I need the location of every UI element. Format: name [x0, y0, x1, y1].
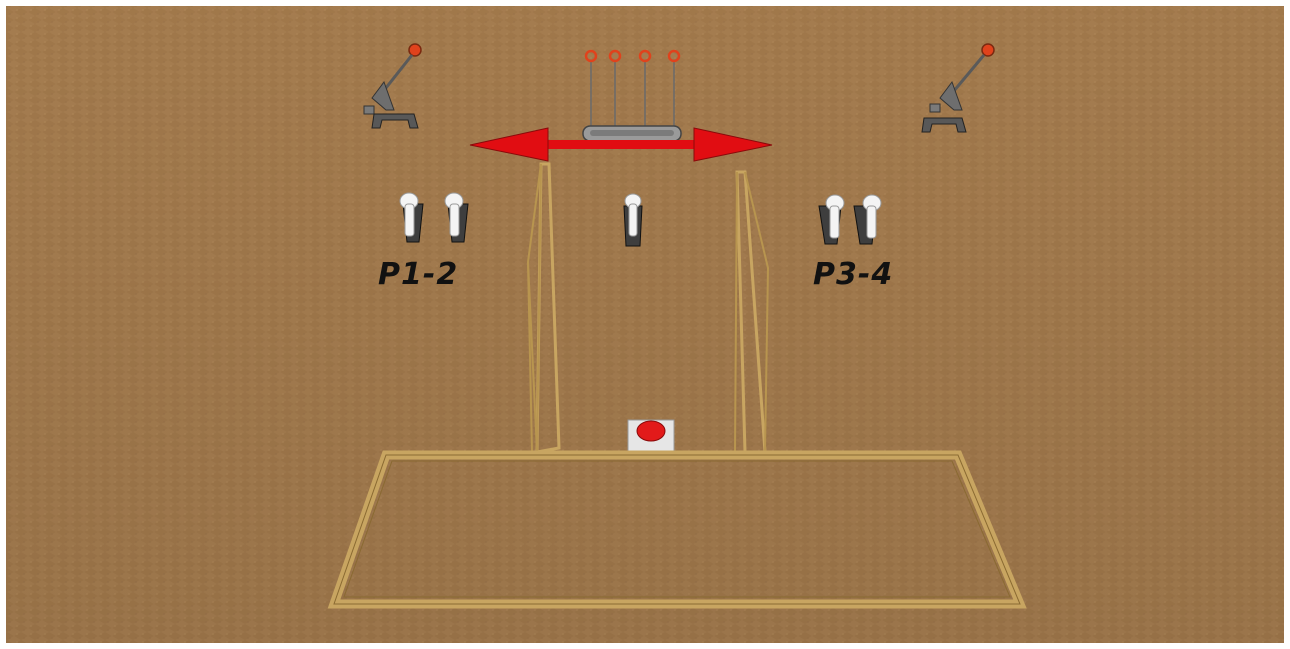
right-group-label: P3-4 [813, 257, 893, 292]
red-button-icon [628, 420, 674, 454]
shooting-stand-center [624, 194, 642, 246]
left-group-label: P1-2 [378, 257, 458, 292]
